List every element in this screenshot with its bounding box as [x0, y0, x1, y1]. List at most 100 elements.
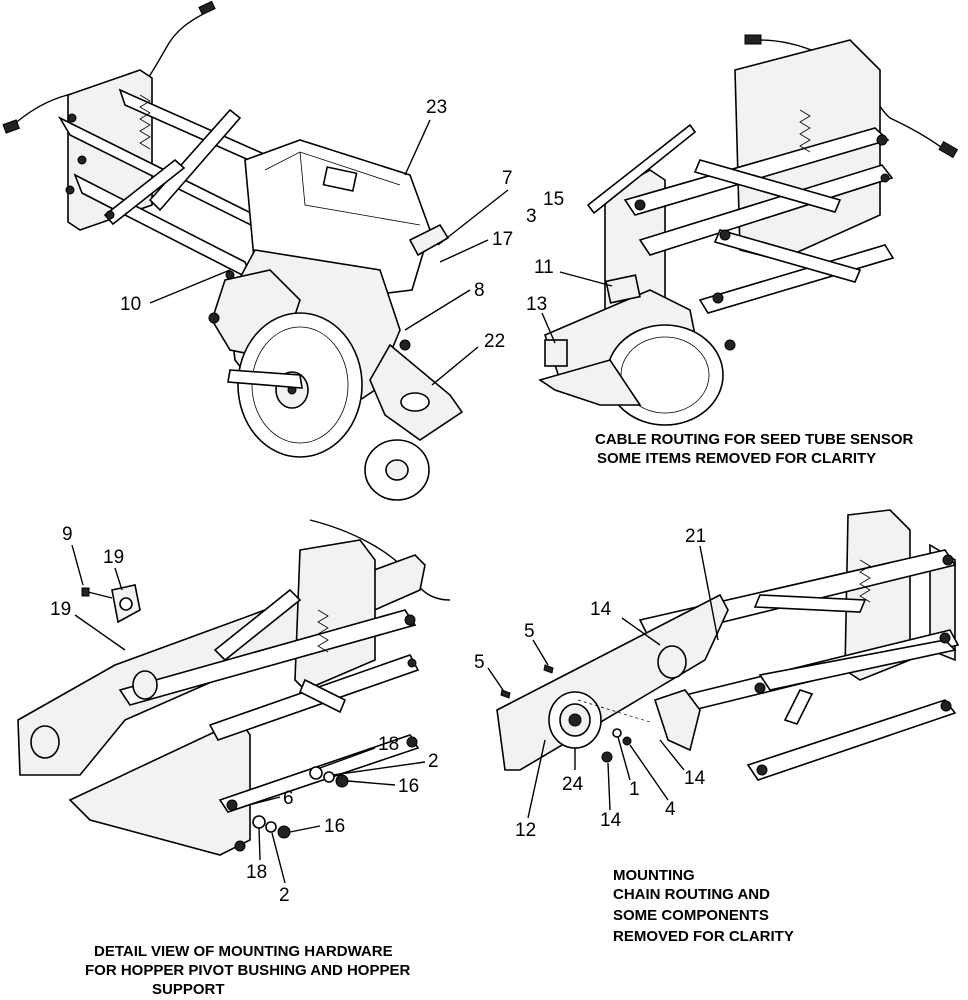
washer-1	[612, 728, 622, 738]
callout-13: 13	[526, 294, 547, 315]
wheel-arm	[538, 359, 642, 406]
leader-lines-top-left	[149, 119, 509, 386]
parallel-arm-bottom	[746, 699, 957, 781]
callout-14: 14	[590, 599, 612, 620]
top-left-assembly	[2, 0, 464, 501]
caption-mounting: MOUNTING CHAIN ROUTING AND SOME COMPONEN…	[613, 867, 794, 945]
cross-tube	[213, 588, 302, 662]
spacer-18	[309, 766, 323, 780]
screw-5	[500, 689, 511, 699]
cross-tube	[713, 229, 862, 283]
bolt-head	[65, 185, 75, 195]
bracket-14	[653, 689, 701, 752]
callout-24: 24	[562, 774, 584, 795]
callout-12: 12	[515, 820, 536, 841]
hopper-window	[322, 166, 358, 192]
washer-2	[323, 771, 335, 783]
cable-connector	[198, 0, 216, 16]
cross-tube	[693, 159, 842, 213]
callout-11: 11	[534, 257, 554, 278]
spacer-18	[252, 815, 266, 829]
callout-6: 6	[283, 788, 294, 809]
cross-tube	[298, 678, 347, 714]
callout-2: 2	[428, 751, 439, 772]
parallel-arm-upper	[118, 609, 417, 706]
nut-14	[601, 751, 613, 763]
down-pressure-spring	[799, 109, 811, 153]
screw-5	[543, 664, 554, 674]
caption-line: SOME COMPONENTS	[613, 907, 769, 924]
caption-line: REMOVED FOR CLARITY	[613, 928, 794, 945]
callout-22: 22	[484, 331, 505, 352]
caption-line: MOUNTING	[613, 867, 695, 884]
nut-4	[622, 736, 632, 746]
seed-tube-sensor	[30, 725, 60, 759]
down-pressure-spring	[139, 94, 151, 150]
cable-connector	[744, 34, 762, 45]
cross-tube	[148, 108, 242, 212]
callout-16: 16	[324, 816, 345, 837]
caption-line: CHAIN ROUTING AND	[613, 886, 770, 903]
callout-3: 3	[526, 206, 537, 227]
down-pressure-spring	[317, 609, 329, 653]
sensor-eye	[657, 645, 687, 679]
nut-16	[277, 825, 291, 839]
callout-8: 8	[474, 280, 485, 301]
parallel-arm-lower	[758, 639, 957, 691]
callouts-top-left: 23 7 3 15 17 10 8 22	[120, 97, 564, 352]
callout-5: 5	[524, 621, 535, 642]
cross-tube	[103, 158, 186, 226]
nut-16	[335, 774, 349, 788]
cross-tube	[783, 689, 814, 725]
callout-16: 16	[398, 776, 419, 797]
callout-21: 21	[685, 526, 706, 547]
cross-tube	[753, 594, 867, 613]
washer-2	[265, 821, 277, 833]
callout-5: 5	[474, 652, 485, 673]
gauge-wheel	[606, 324, 724, 426]
cable-connector	[938, 140, 959, 159]
callouts-bottom-left: 9 19 19 18 2 16 6 16 18 2	[50, 524, 439, 906]
callout-19: 19	[50, 599, 71, 620]
callout-14: 14	[600, 810, 622, 831]
cable-connector	[2, 119, 20, 134]
caption-detail-view: DETAIL VIEW OF MOUNTING HARDWARE FOR HOP…	[85, 943, 410, 998]
bolt-head	[105, 210, 115, 220]
callout-19: 19	[103, 547, 124, 568]
callout-2: 2	[279, 885, 290, 906]
callout-23: 23	[426, 97, 447, 118]
callout-17: 17	[492, 229, 513, 250]
top-right-assembly	[538, 34, 959, 426]
caption-line: DETAIL VIEW OF MOUNTING HARDWARE	[94, 943, 393, 960]
caption-line: SOME ITEMS REMOVED FOR CLARITY	[597, 450, 876, 467]
caption-line: SUPPORT	[152, 981, 225, 998]
bolt-head	[77, 155, 87, 165]
bottom-right-assembly	[496, 509, 960, 781]
callouts-bottom-right: 21 14 5 5 14 24 1 4 12 14	[474, 526, 706, 841]
connector-13	[544, 339, 568, 367]
sensor-bracket-11	[605, 274, 641, 304]
callout-14: 14	[684, 768, 706, 789]
leader-lines-bottom-right	[487, 545, 719, 819]
caption-line: FOR HOPPER PIVOT BUSHING AND HOPPER	[85, 962, 410, 979]
leader-lines-top-right	[541, 271, 613, 344]
callouts-top-right: 11 13	[526, 257, 554, 315]
callout-7: 7	[502, 168, 513, 189]
callout-9: 9	[62, 524, 73, 545]
down-pressure-spring	[859, 559, 871, 603]
callout-18: 18	[246, 862, 267, 883]
bolt-head	[67, 113, 77, 123]
callout-15: 15	[543, 189, 564, 210]
gauge-wheel-arm	[227, 369, 303, 389]
caption-line: CABLE ROUTING FOR SEED TUBE SENSOR	[595, 431, 914, 448]
callout-1: 1	[629, 779, 640, 800]
caption-cable-routing: CABLE ROUTING FOR SEED TUBE SENSOR SOME …	[595, 431, 914, 467]
frame-plate	[294, 539, 376, 691]
bolt-9	[87, 591, 113, 599]
callout-10: 10	[120, 294, 141, 315]
callout-4: 4	[665, 799, 676, 820]
bottom-left-assembly	[17, 519, 451, 856]
parallel-arm-upper	[623, 127, 890, 216]
leader-lines-bottom-left	[71, 544, 426, 884]
